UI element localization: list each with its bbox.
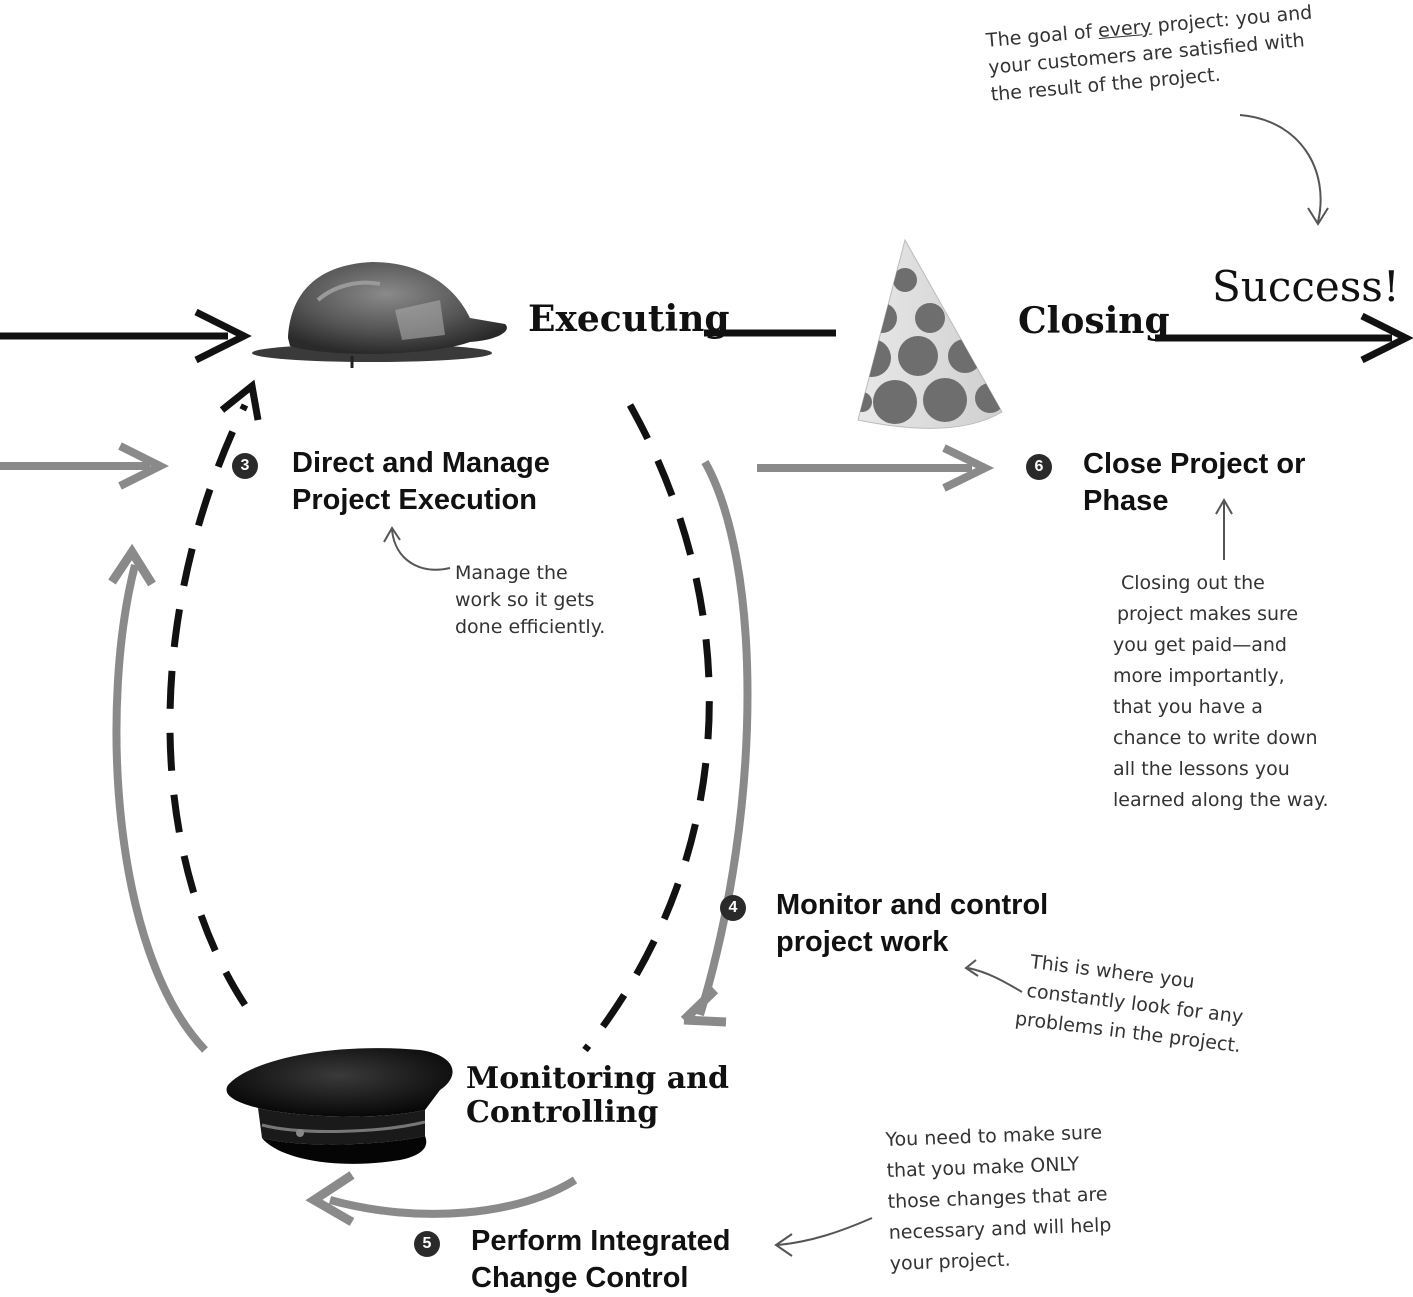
- closing-note-line: more importantly,: [1113, 665, 1285, 687]
- process-3-label: Direct and Manage Project Execution: [292, 445, 550, 519]
- incoming-black-arrowhead: [194, 308, 252, 364]
- monitoring-to-p3-curve: [112, 563, 208, 1053]
- process-4-label: Monitor and control project work: [776, 887, 1048, 961]
- process-4-line2: project work: [776, 926, 949, 958]
- process-5-number: 5: [414, 1231, 440, 1257]
- closing-note-line: chance to write down: [1113, 727, 1318, 749]
- dashed-right-down: [582, 403, 713, 1053]
- manage-note-line: work so it gets: [455, 589, 595, 611]
- p3-to-p6-arrowhead: [942, 444, 995, 492]
- process-6-line2: Phase: [1083, 485, 1169, 517]
- closing-note-line: you get paid—and: [1113, 634, 1287, 656]
- manage-note-line: done efficiently.: [455, 616, 606, 638]
- goal-note-arrow: [1239, 114, 1322, 223]
- process-6-line1: Close Project or: [1083, 448, 1306, 480]
- process-flow-arrows: [0, 442, 995, 1226]
- officer-cap-image: [226, 1048, 453, 1164]
- closing-phase-label: Closing: [1018, 300, 1170, 342]
- process-4-line1: Monitor and control: [776, 889, 1049, 921]
- manage-note: Manage the work so it gets done efficien…: [455, 560, 605, 641]
- closing-note-line: learned along the way.: [1113, 789, 1329, 811]
- dashed-left-up: [166, 403, 249, 1007]
- monitor-note-arrow: [967, 967, 1023, 993]
- p4-to-monitoring-arrowhead: [680, 986, 727, 1027]
- success-label: Success!: [1212, 262, 1400, 311]
- incoming-gray-arrowhead: [118, 442, 169, 490]
- monitoring-phase-label-line1: Monitoring and: [466, 1061, 729, 1096]
- p3-to-p4-curve: [696, 460, 752, 1017]
- closing-note-line: all the lessons you: [1113, 758, 1290, 780]
- manage-note-arrow: [391, 529, 451, 571]
- monitoring-phase-label: Monitoring and Controlling: [466, 1062, 729, 1130]
- process-5-line1: Perform Integrated: [471, 1225, 731, 1257]
- process-3-line1: Direct and Manage: [292, 447, 550, 479]
- p5-arrowhead: [305, 1171, 355, 1226]
- monitoring-to-p3-arrowhead: [108, 543, 156, 587]
- process-4-number: 4: [720, 895, 746, 921]
- party-hat-image: [857, 238, 1003, 429]
- change-note: You need to make sure that you make ONLY…: [885, 1117, 1113, 1280]
- process-6-number: 6: [1026, 454, 1052, 480]
- closing-note-line: project makes sure: [1117, 603, 1299, 625]
- closing-note-line: that you have a: [1113, 696, 1263, 718]
- dashed-cycle: [166, 403, 713, 1053]
- monitoring-phase-label-line2: Controlling: [466, 1095, 659, 1130]
- process-5-line2: Change Control: [471, 1262, 689, 1294]
- process-3-line2: Project Execution: [292, 484, 537, 516]
- annotation-arrows: [383, 114, 1329, 1257]
- process-3-number: 3: [232, 453, 258, 479]
- process-6-label: Close Project or Phase: [1083, 446, 1305, 520]
- hard-hat-image: [252, 262, 507, 368]
- dashed-left-arrowhead: [219, 379, 262, 421]
- closing-to-success-arrowhead: [1360, 312, 1413, 364]
- change-note-arrow: [777, 1217, 873, 1246]
- manage-note-line: Manage the: [455, 562, 568, 584]
- process-5-label: Perform Integrated Change Control: [471, 1223, 730, 1297]
- executing-phase-label: Executing: [528, 298, 730, 340]
- closing-note-line: Closing out the: [1121, 572, 1265, 594]
- p5-curve: [328, 1176, 578, 1218]
- main-flow-arrows: [0, 308, 1413, 364]
- closing-note: Closing out the project makes sure you g…: [1113, 568, 1329, 816]
